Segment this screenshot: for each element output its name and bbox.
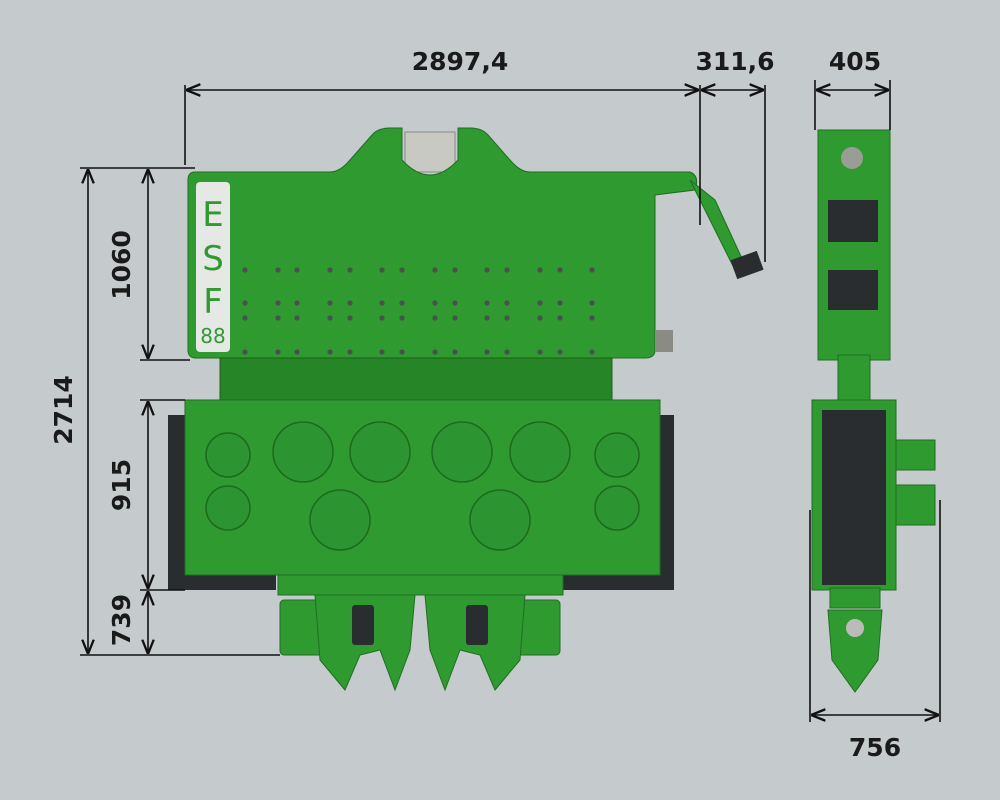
arm-pad — [730, 250, 764, 280]
bolt — [379, 349, 385, 355]
bolt — [275, 349, 281, 355]
right-rubber-block — [658, 415, 674, 590]
bolt — [537, 267, 543, 273]
pulley-sheave — [404, 131, 456, 173]
eccentric-cover — [469, 489, 531, 551]
bolt — [379, 315, 385, 321]
front-view: E S F 88 — [168, 127, 764, 692]
bolt — [432, 300, 438, 306]
svg-text:88: 88 — [200, 324, 225, 348]
bolt — [589, 315, 595, 321]
bolt — [242, 267, 248, 273]
bolt — [504, 315, 510, 321]
bolt — [275, 300, 281, 306]
bolt — [327, 315, 333, 321]
bolt — [399, 267, 405, 273]
bolt — [242, 349, 248, 355]
dim-body-height: 915 — [107, 459, 136, 511]
bolt — [452, 267, 458, 273]
clamp-beam — [277, 574, 564, 596]
bolt — [242, 315, 248, 321]
dim-arm-offset: 311,6 — [695, 47, 774, 76]
bolt — [557, 267, 563, 273]
side-view — [811, 129, 936, 693]
bolt — [557, 300, 563, 306]
bolt — [537, 300, 543, 306]
dim-clamp-height: 739 — [107, 594, 136, 646]
bolt — [452, 300, 458, 306]
bolt — [452, 349, 458, 355]
side-connector — [655, 330, 673, 352]
eccentric-cover — [594, 432, 640, 478]
dimension-labels: 2897,4 311,6 405 2714 1060 915 739 756 — [49, 47, 901, 762]
bolt — [432, 315, 438, 321]
eccentric-cover — [205, 485, 251, 531]
svg-text:S: S — [202, 239, 224, 279]
logo-plate — [196, 182, 230, 352]
bolt — [379, 267, 385, 273]
bolt — [432, 349, 438, 355]
svg-text:F: F — [203, 282, 223, 322]
dim-overall-height: 2714 — [49, 375, 78, 445]
bolt — [275, 267, 281, 273]
bolt — [347, 349, 353, 355]
bolt — [327, 349, 333, 355]
bolt — [432, 267, 438, 273]
bolt — [557, 315, 563, 321]
bolt — [275, 315, 281, 321]
dim-overall-width: 2897,4 — [412, 47, 508, 76]
bolt — [294, 315, 300, 321]
bolt — [504, 349, 510, 355]
bolt — [557, 349, 563, 355]
suppressor-frame — [219, 357, 613, 403]
bolt-pattern — [242, 267, 595, 355]
top-plate — [187, 127, 698, 359]
eccentric-cover — [431, 421, 493, 483]
bolt — [294, 300, 300, 306]
eccentric-cover — [349, 421, 411, 483]
bolt — [484, 267, 490, 273]
bolt — [379, 300, 385, 306]
bolt — [294, 349, 300, 355]
bolt — [537, 315, 543, 321]
bolt — [242, 300, 248, 306]
logo: E S F 88 — [200, 195, 225, 348]
eccentric-cover — [272, 421, 334, 483]
dim-side-width: 405 — [829, 47, 881, 76]
bolt — [347, 315, 353, 321]
dimension-lines — [80, 80, 941, 722]
eccentric-cover — [509, 421, 571, 483]
dim-upper-height: 1060 — [107, 230, 136, 300]
guide-arm — [689, 179, 746, 271]
bolt — [399, 300, 405, 306]
vibrator-housing — [184, 399, 661, 576]
svg-text:E: E — [202, 195, 223, 235]
bolt — [537, 349, 543, 355]
bolt — [504, 267, 510, 273]
bolt — [452, 315, 458, 321]
left-rubber-block — [168, 415, 188, 590]
bolt — [327, 300, 333, 306]
eccentric-cover — [205, 432, 251, 478]
bolt — [504, 300, 510, 306]
bolt — [399, 315, 405, 321]
bolt — [327, 267, 333, 273]
bolt — [589, 300, 595, 306]
bolt — [484, 315, 490, 321]
clamps — [279, 594, 561, 692]
bolt — [484, 349, 490, 355]
bolt — [589, 267, 595, 273]
bolt — [347, 267, 353, 273]
eccentric-covers — [205, 421, 640, 551]
dim-side-base-width: 756 — [849, 733, 901, 762]
bolt — [347, 300, 353, 306]
bolt — [294, 267, 300, 273]
bolt — [399, 349, 405, 355]
bolt — [484, 300, 490, 306]
eccentric-cover — [309, 489, 371, 551]
bolt — [589, 349, 595, 355]
eccentric-cover — [594, 485, 640, 531]
